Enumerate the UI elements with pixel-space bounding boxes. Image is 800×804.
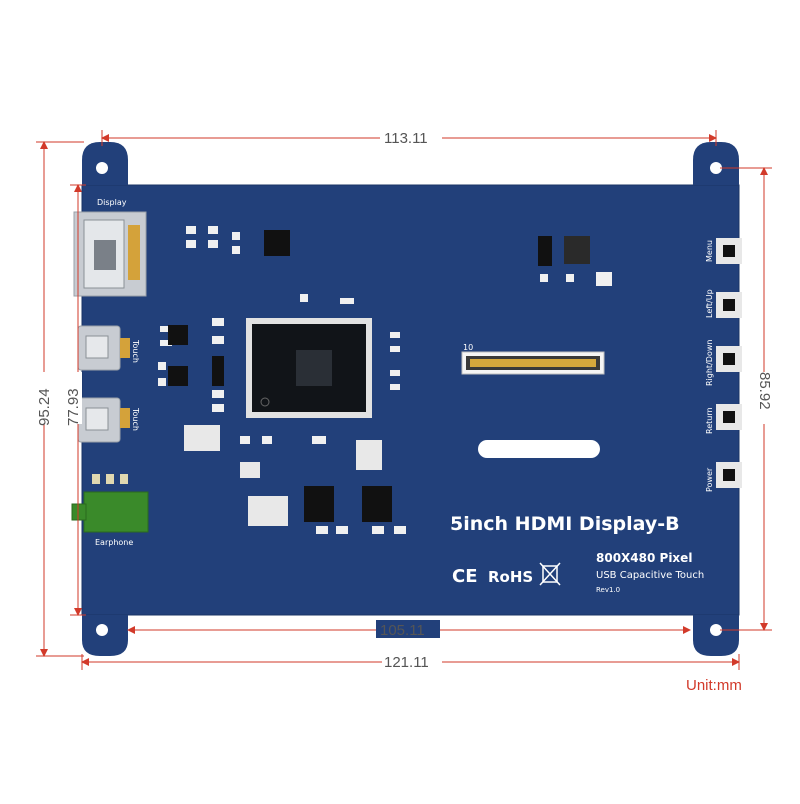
board-title: 5inch HDMI Display-B <box>450 513 680 535</box>
mounting-hole <box>96 162 108 174</box>
smd-components <box>158 226 612 534</box>
button-right-down <box>716 346 742 372</box>
mounting-hole <box>710 162 722 174</box>
button-return <box>716 404 742 430</box>
button-left-up <box>716 292 742 318</box>
dimension-right-height <box>720 167 773 631</box>
dimension-label-total-width: 121.11 <box>384 654 429 671</box>
dimension-outer-left-height <box>35 141 84 657</box>
button-label-left-up: Left/Up <box>705 289 714 318</box>
rohs-mark: RoHS <box>488 568 533 586</box>
unit-label: Unit:mm <box>686 677 742 694</box>
ce-mark: CE <box>452 566 478 587</box>
dimension-inner-bottom-width <box>127 620 691 638</box>
usb-touch-port-top <box>77 325 130 371</box>
dimension-label-right-height: 85.92 <box>756 372 773 410</box>
port-label-earphone: Earphone <box>95 538 133 547</box>
board-revision: Rev1.0 <box>596 586 620 594</box>
board-slot <box>478 440 600 458</box>
side-buttons <box>716 238 742 488</box>
dimension-label-outer-left: 95.24 <box>36 388 53 426</box>
pcb-board <box>81 142 740 656</box>
port-label-touch-bottom: Touch <box>131 407 140 431</box>
button-menu <box>716 238 742 264</box>
dimension-top-width <box>101 128 717 146</box>
button-label-right-down: Right/Down <box>705 340 714 386</box>
button-power <box>716 462 742 488</box>
main-ic <box>246 318 372 418</box>
dimension-label-inner-bottom: 105.11 <box>380 622 425 639</box>
hdmi-port <box>73 211 147 297</box>
mounting-hole <box>96 624 108 636</box>
dimension-total-width <box>81 652 740 670</box>
dimension-label-top-width: 113.11 <box>384 130 428 147</box>
board-touch-type: USB Capacitive Touch <box>596 570 704 581</box>
fpc-pin-label: 10 <box>463 343 473 352</box>
mounting-hole <box>710 624 722 636</box>
button-label-power: Power <box>705 467 714 492</box>
button-label-menu: Menu <box>705 240 714 262</box>
dimension-label-inner-left: 77.93 <box>65 388 82 426</box>
dimension-inner-left-height <box>64 184 86 616</box>
weee-bin-icon <box>539 562 561 586</box>
board-resolution: 800X480 Pixel <box>596 551 692 565</box>
audio-jack <box>71 474 149 533</box>
mounting-ear-bl <box>82 615 128 656</box>
port-label-display: Display <box>97 198 127 207</box>
button-label-return: Return <box>705 407 714 434</box>
usb-touch-port-bottom <box>77 397 130 443</box>
fpc-connector <box>461 351 605 375</box>
port-label-touch-top: Touch <box>131 339 140 363</box>
